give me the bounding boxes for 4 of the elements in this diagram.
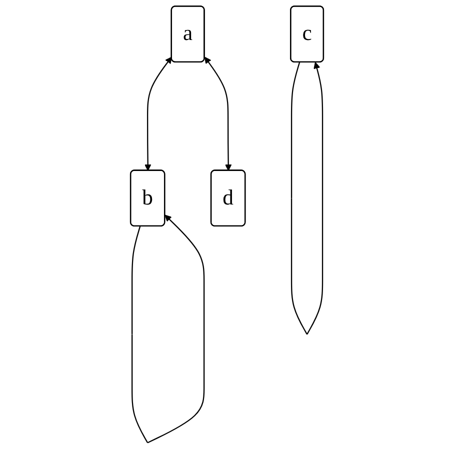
arrow	[132, 214, 205, 444]
arrow	[204, 56, 232, 171]
arrow	[144, 56, 172, 171]
arrow	[290, 62, 324, 335]
